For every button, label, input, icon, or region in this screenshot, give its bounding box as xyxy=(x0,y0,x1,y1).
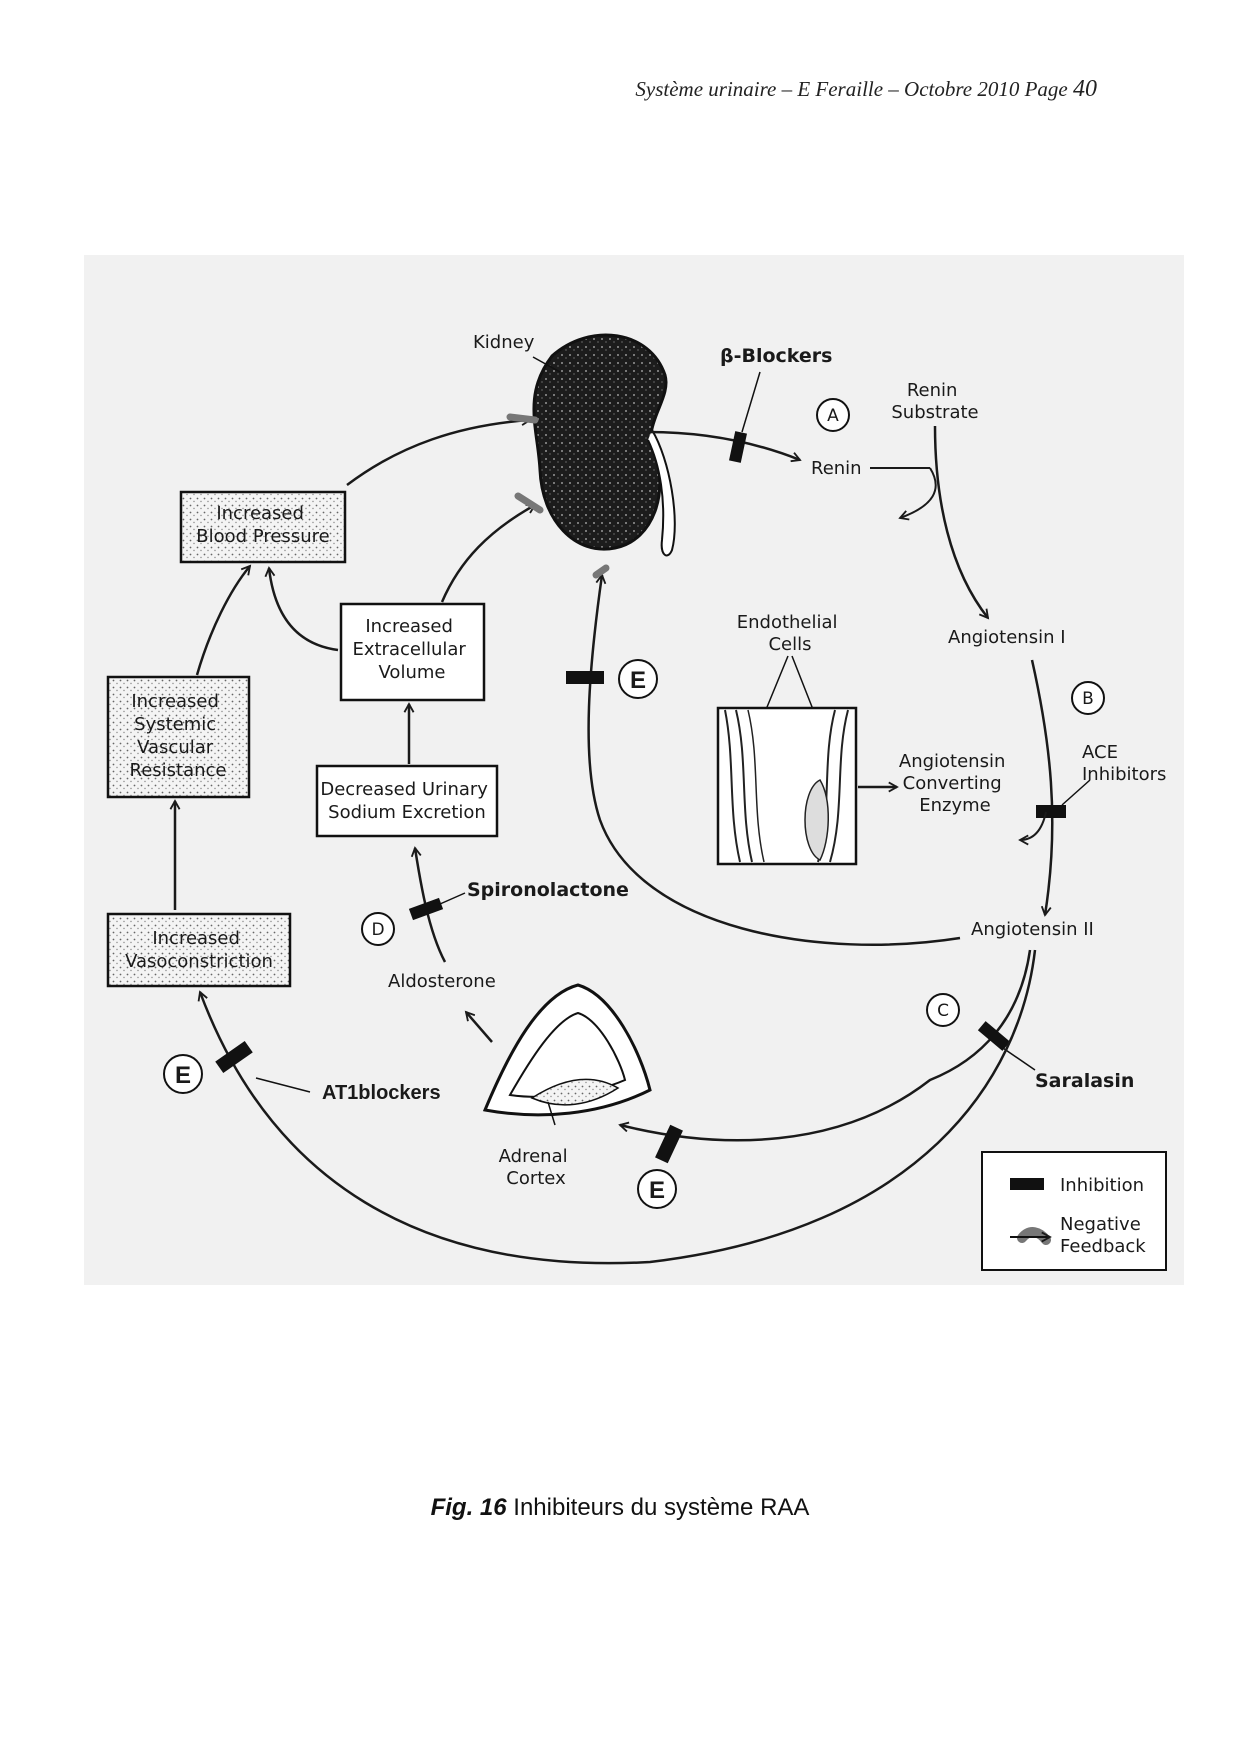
marker-d: D xyxy=(361,912,395,946)
legend-feedback-label: Negative Feedback xyxy=(1060,1214,1147,1257)
decreased-urinary-sodium-box: Decreased Urinary Sodium Excretion xyxy=(315,764,499,838)
svg-text:E: E xyxy=(649,1177,665,1204)
renin-substrate-cleavage-arrow xyxy=(900,467,937,518)
svg-text:E: E xyxy=(630,667,646,694)
spironolactone-leader-line xyxy=(439,892,466,905)
kidney-label: Kidney xyxy=(473,332,535,353)
header-text: Système urinaire – E Feraille – Octobre … xyxy=(635,77,1068,101)
negative-feedback-mark-bp xyxy=(506,413,539,424)
adrenal-to-aldosterone-arrow xyxy=(466,1012,493,1043)
ace-inhibitor-inhibition-mark xyxy=(1036,805,1066,818)
increased-vasoconstriction-box: Increased Vasoconstriction xyxy=(106,912,292,988)
svg-text:A: A xyxy=(827,406,839,426)
endothelial-leader-left xyxy=(764,655,789,713)
angiotensin-1-to-2-arrow xyxy=(1030,659,1054,915)
marker-b: B xyxy=(1071,681,1105,715)
at1-blocker-inhibition-mark xyxy=(215,1040,253,1074)
svg-text:Increased Vasoconstricti: Increased Vasoconstriction xyxy=(125,928,273,972)
marker-e-adrenal: E xyxy=(637,1169,677,1209)
svr-to-bp-arrow xyxy=(195,566,250,676)
page-number: 40 xyxy=(1073,76,1097,102)
svg-text:Decreased Urinary Sodium: Decreased Urinary Sodium Excretion xyxy=(320,779,493,823)
bp-to-kidney-arrow xyxy=(346,420,530,486)
beta-blocker-inhibition-mark xyxy=(729,431,747,463)
svg-text:Increased Extracellular: Increased Extracellular Volume xyxy=(352,616,471,683)
at1-blockers-label: AT1blockers xyxy=(322,1082,441,1104)
endothelial-cells-label: Endothelial Cells xyxy=(737,612,844,655)
beta-blocker-leader-line xyxy=(741,371,761,433)
e-inhibition-mark-adrenal xyxy=(655,1124,683,1164)
svg-text:Increased Systemic: Increased Systemic Vascular Resistance xyxy=(130,691,227,781)
legend-inhibition-label: Inhibition xyxy=(1060,1175,1144,1196)
marker-c: C xyxy=(926,993,960,1027)
angiotensin-2-label: Angiotensin II xyxy=(971,919,1094,940)
saralasin-inhibition-mark xyxy=(977,1021,1011,1051)
marker-e-vascular: E xyxy=(163,1054,203,1094)
saralasin-label: Saralasin xyxy=(1035,1070,1134,1092)
endothelial-tissue-image xyxy=(716,706,858,866)
substrate-to-angiotensin-1-arrow xyxy=(933,425,988,618)
figure-caption-text: Inhibiteurs du système RAA xyxy=(506,1494,810,1521)
adrenal-cortex-label: Adrenal Cortex xyxy=(499,1146,574,1189)
spironolactone-inhibition-mark xyxy=(408,897,444,921)
page-header: Système urinaire – E Feraille – Octobre … xyxy=(635,76,1097,103)
spironolactone-label: Spironolactone xyxy=(467,879,629,901)
figure-caption: Fig. 16 Inhibiteurs du système RAA xyxy=(0,1494,1240,1522)
beta-blockers-label: β-Blockers xyxy=(720,345,833,367)
kidney-to-renin-arrow xyxy=(647,430,800,460)
increased-bp-box: Increased Blood Pressure xyxy=(179,490,347,564)
ace-side-arrow xyxy=(1020,811,1047,840)
increased-svr-box: Increased Systemic Vascular Resistance xyxy=(106,675,251,799)
renin-substrate-label: Renin Substrate xyxy=(891,380,978,423)
angiotensin-2-to-adrenal-arrow xyxy=(620,949,1032,1142)
svg-text:D: D xyxy=(371,920,384,940)
angiotensin-1-label: Angiotensin I xyxy=(948,627,1066,648)
svg-text:E: E xyxy=(175,1062,191,1089)
adrenal-leader-line xyxy=(547,1101,556,1126)
aldosterone-label: Aldosterone xyxy=(388,971,496,992)
adrenal-gland-icon xyxy=(482,983,652,1117)
svg-text:Increased Blood Pressure: Increased Blood Pressure xyxy=(196,503,329,547)
at1-blocker-leader-line xyxy=(255,1077,311,1093)
legend: Inhibition Negative Feedback xyxy=(981,1151,1167,1271)
kidney-leader-line xyxy=(532,356,561,373)
angiotensin-2-to-vasoconstriction-arrow xyxy=(200,949,1037,1265)
marker-e-kidney: E xyxy=(618,659,658,699)
ecv-to-bp-arrow xyxy=(269,568,339,652)
ace-inhibitor-leader-line xyxy=(1061,779,1091,806)
ace-enzyme-label: Angiotensin Converting Enzyme xyxy=(899,751,1011,816)
negative-feedback-mark-ecv xyxy=(514,492,544,514)
ace-inhibitors-label: ACE Inhibitors xyxy=(1082,742,1166,785)
renin-label: Renin xyxy=(811,458,862,479)
marker-a: A xyxy=(816,398,850,432)
svg-text:B: B xyxy=(1082,689,1094,709)
figure-label: Fig. 16 xyxy=(430,1494,507,1521)
negative-feedback-mark-angii xyxy=(592,564,610,579)
ecv-to-kidney-arrow xyxy=(440,503,535,603)
legend-inhibition-swatch xyxy=(1010,1178,1044,1190)
kidney-icon xyxy=(532,333,676,557)
svg-text:C: C xyxy=(937,1001,949,1021)
increased-ecv-box: Increased Extracellular Volume xyxy=(339,602,486,702)
e-inhibition-mark-kidney xyxy=(566,671,604,684)
